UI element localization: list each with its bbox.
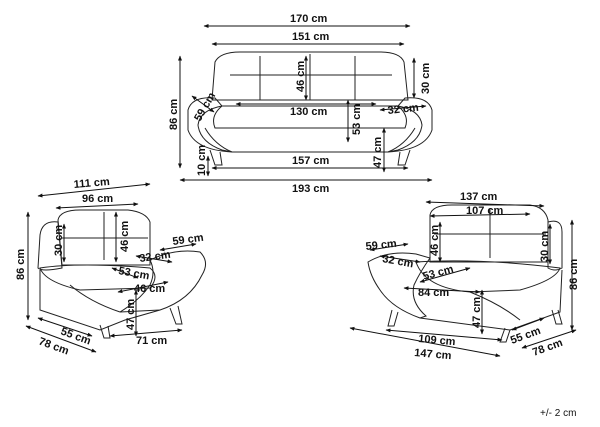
sofa-arm-depth-label: 59 cm [192, 90, 218, 123]
armchair-width-inner-label: 96 cm [82, 193, 113, 205]
tolerance-note: +/- 2 cm [540, 408, 576, 419]
armchair-seat-floor-label: 47 cm [125, 299, 137, 330]
sofa-width-inner-label: 151 cm [292, 31, 330, 43]
loveseat-dimension-lines [349, 200, 577, 358]
sofa-height-total-label: 86 cm [168, 99, 180, 130]
loveseat-overall-width-label: 147 cm [414, 347, 452, 362]
sofa-arm-width-label: 32 cm [387, 102, 419, 117]
sofa-base-width-label: 157 cm [292, 155, 330, 167]
loveseat-arm-depth-label: 59 cm [365, 238, 397, 253]
loveseat-back-height-label: 46 cm [429, 225, 441, 256]
armchair-arm-height-label: 30 cm [53, 225, 65, 256]
sofa-back-height-label: 46 cm [295, 61, 307, 92]
sofa-labels: 170 cm 151 cm 46 cm 30 cm 86 cm 59 cm 13… [168, 13, 432, 195]
loveseat-width-inner-label: 107 cm [466, 205, 504, 217]
loveseat-arm-width-label: 32 cm [381, 253, 414, 270]
sofa-overall-width-label: 193 cm [292, 183, 330, 195]
sofa-width-total-label: 170 cm [290, 13, 328, 25]
armchair-dimension-lines [25, 182, 197, 353]
sofa-seat-width-label: 130 cm [290, 106, 328, 118]
armchair-seat-height-label: 53 cm [117, 265, 150, 282]
loveseat-seat-width-label: 84 cm [418, 287, 449, 299]
loveseat-width-total-label: 137 cm [460, 191, 498, 203]
loveseat-seat-height-label: 53 cm [422, 263, 455, 283]
loveseat-seat-floor-label: 47 cm [471, 297, 483, 328]
armchair-arm-depth-label: 59 cm [172, 232, 205, 248]
sofa-dimension-lines [178, 24, 433, 182]
sofa-seat-height-label: 53 cm [351, 104, 363, 135]
armchair-seat-width-label: 46 cm [134, 283, 165, 295]
sofa-leg-height-label: 10 cm [196, 145, 208, 176]
armchair-drawing [37, 209, 206, 339]
armchair-base-width-label: 71 cm [136, 335, 167, 347]
loveseat-base-width-label: 109 cm [418, 333, 456, 348]
armchair-height-total-label: 86 cm [15, 249, 27, 280]
sofa-arm-height-label: 30 cm [420, 63, 432, 94]
armchair-width-total-label: 111 cm [73, 176, 110, 191]
loveseat-arm-height-label: 30 cm [539, 231, 551, 262]
sofa-seat-floor-label: 47 cm [372, 137, 384, 168]
loveseat-height-total-label: 86 cm [568, 259, 580, 290]
loveseat-drawing [367, 204, 563, 343]
armchair-arm-width-label: 32 cm [139, 249, 172, 265]
armchair-back-height-label: 46 cm [119, 221, 131, 252]
loveseat-depth-total-label: 78 cm [531, 337, 565, 359]
